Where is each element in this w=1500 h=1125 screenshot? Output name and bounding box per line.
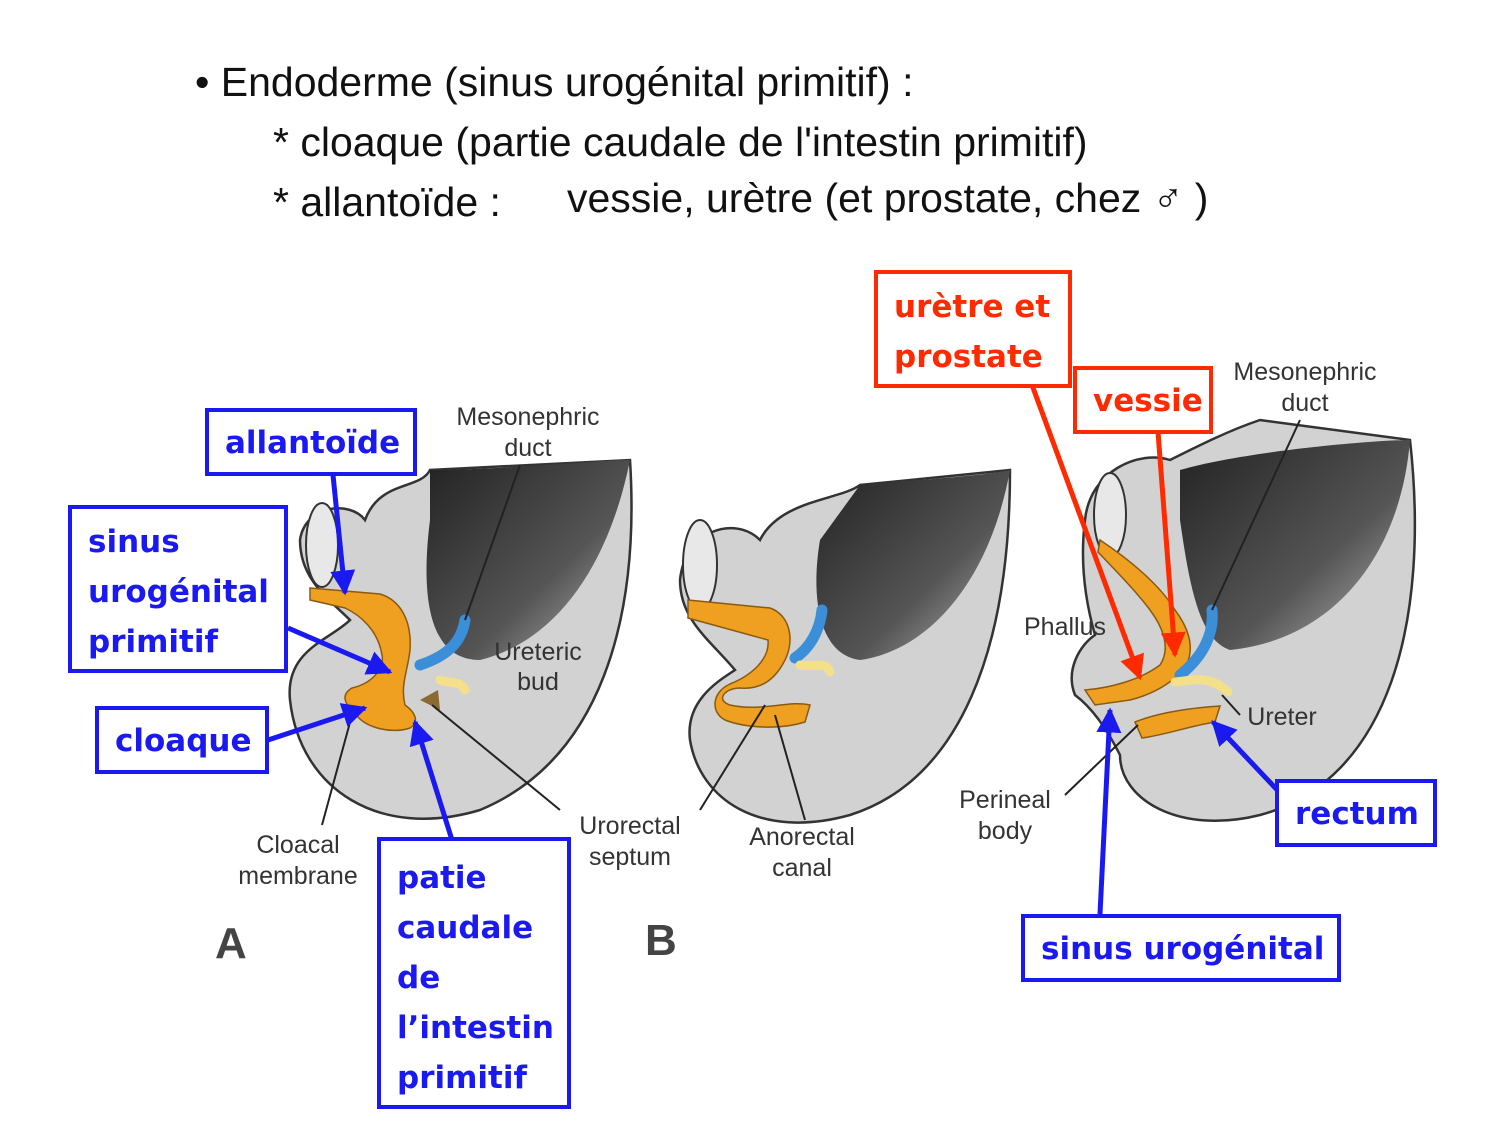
panel-c-mesonephric-duct (1174, 604, 1218, 681)
callout-sinus-urogenital: sinus urogénital (1021, 914, 1341, 982)
arrow-allantoide (330, 474, 356, 596)
panel-b-hindgut-dark (816, 470, 1010, 660)
label-a-mesonephric: Mesonephric (456, 403, 599, 431)
label-body: body (978, 817, 1033, 845)
panel-a-hindgut-dark (426, 460, 630, 660)
callout-rectum: rectum (1275, 779, 1437, 847)
panel-b-endoderm (687, 599, 811, 728)
label-membrane: membrane (238, 862, 358, 890)
callout-uretre-prostate-text: urètre et prostate (894, 289, 1051, 375)
label-ureteric: Ureteric (494, 638, 582, 666)
panel-c-hindgut-dark (1180, 440, 1410, 650)
callout-rectum-text: rectum (1295, 796, 1419, 832)
arrow-sinus-primitif (287, 625, 393, 675)
callout-allantoide-text: allantoïde (225, 425, 401, 461)
arrow-uretre-prostate (1029, 384, 1144, 681)
label-perineal: Perineal (959, 786, 1051, 814)
callout-allantoide: allantoïde (205, 408, 417, 476)
callout-vessie: vessie (1073, 366, 1213, 434)
bullet-cloaque: * cloaque (partie caudale de l'intestin … (273, 119, 1088, 165)
panel-b-mesonephric-duct (789, 604, 828, 664)
panel-a-ureteric-bud (435, 675, 470, 695)
label-bud: bud (517, 668, 559, 696)
label-phallus: Phallus (1024, 613, 1106, 641)
callout-vessie-text: vessie (1093, 383, 1203, 419)
bullet-allantoide-derivatives: vessie, urètre (et prostate, chez ♂ ) (567, 175, 1209, 221)
callout-sinus-urogenital-primitif: sinus urogénital primitif (68, 505, 288, 673)
leader-perineal (1064, 724, 1139, 796)
panel-c-ureter (1170, 675, 1233, 697)
panel-a-mesonephric-duct (414, 614, 471, 671)
callout-sinus-primitif-text: sinus urogénital primitif (88, 524, 269, 660)
arrow-cloaque (267, 703, 368, 743)
bullet-allantoide: * allantoïde : (273, 179, 501, 225)
arrow-sinus-urogenital (1096, 707, 1122, 915)
panel-b-ureteric-bud (795, 660, 835, 677)
panel-a-tube-opening (305, 502, 339, 588)
leader-cloacal (321, 714, 353, 826)
leader-urorectal (431, 704, 561, 811)
label-urorectal: Urorectal (579, 812, 680, 840)
arrow-partie-caudale (409, 719, 455, 841)
panel-c-drawing (1070, 418, 1417, 823)
label-septum: septum (589, 843, 671, 871)
bullet-endoderme: • Endoderme (sinus urogénital primitif) … (195, 59, 914, 105)
label-anorectal: Anorectal (749, 823, 855, 851)
callout-partie-caudale-text: patie caudale de l’intestin primitif (397, 860, 554, 1096)
leader-b-septum (699, 704, 766, 811)
callout-sinus-urogenital-text: sinus urogénital (1041, 931, 1325, 967)
label-c-mesonephric: Mesonephric (1233, 358, 1376, 386)
leader-c-mesonephric (1211, 419, 1301, 611)
arrow-rectum (1211, 720, 1284, 797)
callout-cloaque: cloaque (95, 706, 269, 774)
label-a-duct: duct (504, 434, 551, 462)
label-cloacal: Cloacal (256, 831, 339, 859)
callout-arrows (267, 384, 1284, 915)
callout-partie-caudale: patie caudale de l’intestin primitif (377, 837, 571, 1109)
label-canal: canal (772, 854, 832, 882)
panel-a-septum (420, 690, 440, 710)
label-ureter: Ureter (1247, 703, 1316, 731)
panel-b-letter: B (645, 916, 677, 965)
label-c-duct: duct (1281, 389, 1328, 417)
panel-b-tube-opening (682, 519, 718, 611)
leader-anorectal (774, 714, 806, 821)
panel-c-endoderm (1083, 538, 1191, 706)
panel-a-letter: A (215, 919, 247, 968)
leader-a-mesonephric (464, 464, 521, 621)
leader-ureter (1221, 694, 1241, 716)
panel-c-rectum (1134, 705, 1222, 739)
panel-b-drawing (678, 468, 1012, 824)
arrow-vessie (1155, 431, 1186, 658)
callout-cloaque-text: cloaque (115, 723, 252, 759)
callout-uretre-prostate: urètre et prostate (874, 270, 1072, 388)
panel-a-drawing (288, 458, 633, 820)
